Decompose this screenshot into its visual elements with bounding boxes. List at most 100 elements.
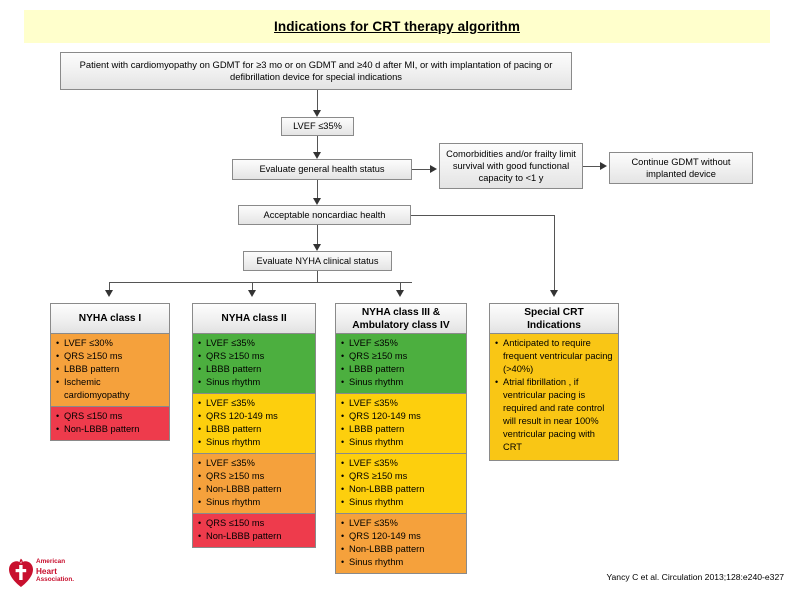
criterion-item: LBBB pattern [340,423,462,436]
segment-green: LVEF ≤35% QRS ≥150 ms LBBB pattern Sinus… [193,334,315,394]
segment-orange: LVEF ≤30% QRS ≥150 ms LBBB pattern Ische… [51,334,169,407]
connector-acceptable-to-special-v [554,215,555,292]
aha-line-3: Association. [36,576,74,584]
segment-orange: LVEF ≤35% QRS 120-149 ms Non-LBBB patter… [336,514,466,573]
column-nyha-class-i: NYHA class I LVEF ≤30% QRS ≥150 ms LBBB … [50,303,170,441]
segment-yellow: LVEF ≤35% QRS 120-149 ms LBBB pattern Si… [193,394,315,454]
segment-yellow: LVEF ≤35% QRS 120-149 ms LBBB pattern Si… [336,394,466,454]
criterion-item: QRS 120-149 ms [340,530,462,543]
criterion-item: Sinus rhythm [197,496,311,509]
page-title: Indications for CRT therapy algorithm [274,19,520,34]
flow-lvef-text: LVEF ≤35% [293,121,342,132]
flow-acceptable-text: Acceptable noncardiac health [263,209,386,220]
criterion-item: LVEF ≤35% [340,457,462,470]
segment-red: QRS ≤150 ms Non-LBBB pattern [51,407,169,440]
criterion-item: QRS ≤150 ms [197,517,311,530]
aha-logo: American Heart Association. [8,556,86,590]
criterion-item: Atrial fibrillation , if ventricular pac… [494,376,614,454]
segment-orange: LVEF ≤35% QRS ≥150 ms Non-LBBB pattern S… [193,454,315,514]
flow-start-text: Patient with cardiomyopathy on GDMT for … [79,58,553,82]
criterion-item: Non-LBBB pattern [197,483,311,496]
criterion-item: Sinus rhythm [340,436,462,449]
segment-red: QRS ≤150 ms Non-LBBB pattern [193,514,315,547]
aha-line-1: American [36,558,66,565]
arrow-bus-to-col1 [105,290,113,297]
column-special-crt-indications: Special CRT Indications Anticipated to r… [489,303,619,461]
segment-green: LVEF ≤35% QRS ≥150 ms LBBB pattern Sinus… [336,334,466,394]
connector-comorbidities-to-gdmt [583,166,604,167]
column-header-text: NYHA class II [221,313,287,324]
criterion-item: Sinus rhythm [340,496,462,509]
criterion-item: QRS 120-149 ms [340,410,462,423]
flow-box-lvef: LVEF ≤35% [281,117,354,136]
criterion-item: LVEF ≤30% [55,337,165,350]
criterion-item: Non-LBBB pattern [197,530,311,543]
criterion-item: QRS ≥150 ms [340,350,462,363]
connector-acceptable-to-special-h [411,215,554,216]
connector-start-to-lvef [317,90,318,112]
criterion-item: Non-LBBB pattern [340,483,462,496]
aha-line-2: Heart [36,566,57,576]
criterion-item: LVEF ≤35% [340,397,462,410]
connector-bus-to-col3 [400,282,401,292]
segment-gold: Anticipated to require frequent ventricu… [490,334,618,460]
connector-lvef-to-health [317,136,318,154]
column-header-nyha-class-iii-iv: NYHA class III & Ambulatory class IV [336,304,466,334]
column-header-text: NYHA class I [78,313,142,324]
criterion-item: QRS ≥150 ms [55,350,165,363]
criterion-item: Non-LBBB pattern [340,543,462,556]
heart-torch-icon [9,558,33,587]
column-header-nyha-class-i: NYHA class I [51,304,169,334]
connector-bus-to-col1 [109,282,110,292]
criterion-item: QRS 120-149 ms [197,410,311,423]
criterion-item: QRS ≥150 ms [340,470,462,483]
arrow-health-to-acceptable [313,198,321,205]
arrow-to-special-crt [550,290,558,297]
criterion-item: Sinus rhythm [340,556,462,569]
arrow-bus-to-col2 [248,290,256,297]
connector-acceptable-to-nyha [317,225,318,246]
criterion-item: QRS ≥150 ms [197,350,311,363]
connector-health-to-acceptable [317,180,318,200]
connector-nyha-bus [109,282,412,283]
criterion-item: QRS ≤150 ms [55,410,165,423]
criterion-item: LVEF ≤35% [340,337,462,350]
flow-box-acceptable: Acceptable noncardiac health [238,205,411,225]
arrow-acceptable-to-nyha [313,244,321,251]
arrow-lvef-to-health [313,152,321,159]
criterion-item: LVEF ≤35% [197,337,311,350]
title-banner: Indications for CRT therapy algorithm [24,10,770,43]
arrow-comorbidities-to-gdmt [600,162,607,170]
column-header-text: NYHA class III & Ambulatory class IV [352,306,450,331]
criterion-item: QRS ≥150 ms [197,470,311,483]
citation: Yancy C et al. Circulation 2013;128:e240… [606,572,784,582]
flow-evaluate-health-text: Evaluate general health status [259,164,385,175]
column-header-nyha-class-ii: NYHA class II [193,304,315,334]
arrow-bus-to-col3 [396,290,404,297]
flow-continue-gdmt-text: Continue GDMT without implanted device [631,156,731,179]
aha-wordmark: American Heart Association. [36,558,74,585]
arrow-start-to-lvef [313,110,321,117]
criterion-item: Sinus rhythm [197,376,311,389]
criterion-item: LBBB pattern [55,363,165,376]
flow-comorbidities-text: Comorbidities and/or frailty limit survi… [446,148,576,184]
column-header-text: Special CRT Indications [524,306,584,331]
criterion-item: Ischemic cardiomyopathy [55,376,165,402]
criterion-item: LVEF ≤35% [340,517,462,530]
connector-bus-to-col2 [252,282,253,292]
criterion-item: LBBB pattern [197,363,311,376]
criterion-item: LBBB pattern [340,363,462,376]
criterion-item: Sinus rhythm [197,436,311,449]
column-nyha-class-iii-iv: NYHA class III & Ambulatory class IV LVE… [335,303,467,574]
flow-box-evaluate-nyha: Evaluate NYHA clinical status [243,251,392,271]
connector-nyha-stem [317,271,318,282]
flow-box-start: Patient with cardiomyopathy on GDMT for … [60,52,572,90]
criterion-item: Sinus rhythm [340,376,462,389]
flow-box-evaluate-health: Evaluate general health status [232,159,412,180]
criterion-item: LBBB pattern [197,423,311,436]
flow-evaluate-nyha-text: Evaluate NYHA clinical status [256,255,379,266]
arrow-health-to-comorbidities [430,165,437,173]
criterion-item: Anticipated to require frequent ventricu… [494,337,614,376]
flow-box-continue-gdmt: Continue GDMT without implanted device [609,152,753,184]
